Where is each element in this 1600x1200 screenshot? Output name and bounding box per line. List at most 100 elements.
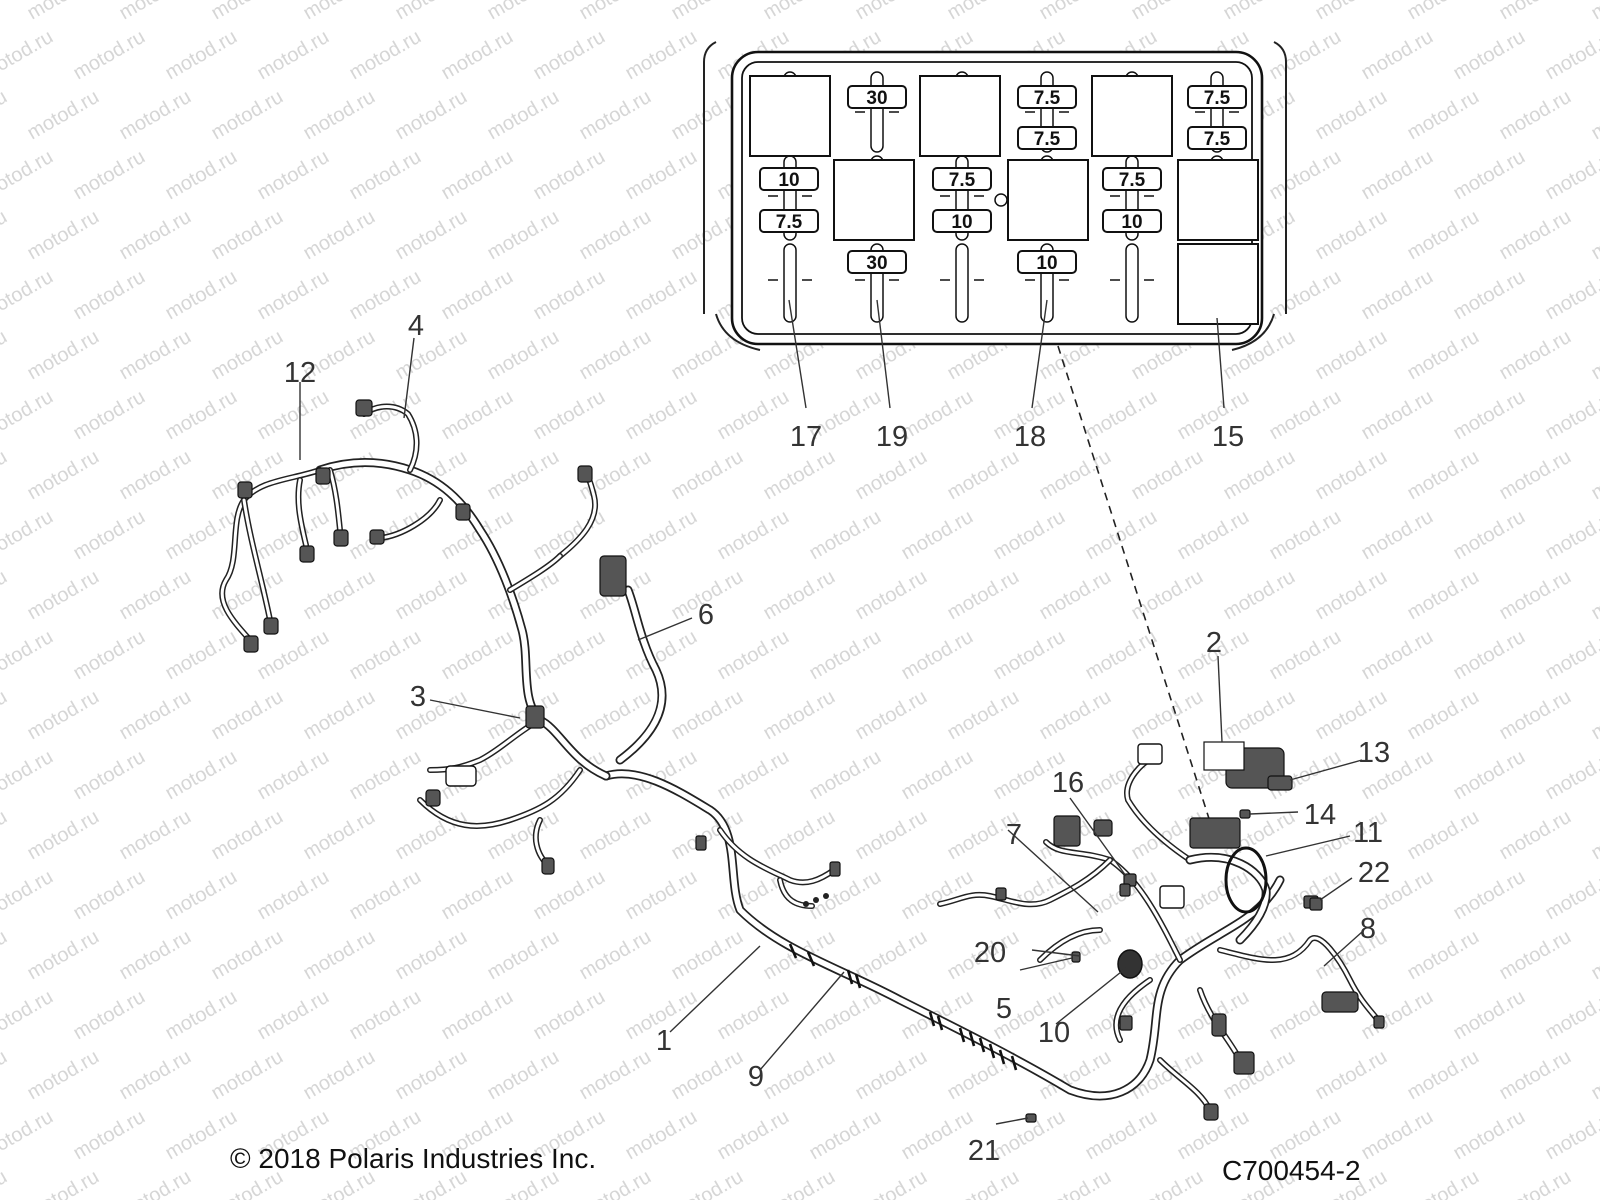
watermark-text: motod.ru: [0, 1046, 11, 1105]
watermark-text: motod.ru: [1128, 686, 1207, 745]
watermark-text: motod.ru: [70, 746, 149, 805]
watermark-text: motod.ru: [1404, 806, 1483, 865]
watermark-text: motod.ru: [1082, 506, 1161, 565]
watermark-text: motod.ru: [1542, 626, 1600, 685]
watermark-text: motod.ru: [24, 1166, 103, 1200]
watermark-text: motod.ru: [254, 866, 333, 925]
fuse: 30: [847, 250, 907, 274]
fuse-rating: 30: [866, 88, 887, 109]
watermark-text: motod.ru: [1588, 446, 1600, 505]
callout-18: 18: [1014, 421, 1046, 453]
watermark-text: motod.ru: [70, 386, 149, 445]
watermark-text: motod.ru: [24, 86, 103, 145]
watermark-text: motod.ru: [1588, 566, 1600, 625]
watermark-text: motod.ru: [0, 506, 57, 565]
watermark-text: motod.ru: [116, 1166, 195, 1200]
watermark-text: motod.ru: [530, 866, 609, 925]
watermark-text: motod.ru: [1220, 566, 1299, 625]
callout-3: 3: [410, 681, 426, 713]
grommet: [1117, 949, 1143, 979]
watermark-text: motod.ru: [576, 0, 655, 24]
watermark-text: motod.ru: [1174, 866, 1253, 925]
watermark-text: motod.ru: [484, 686, 563, 745]
watermark-text: motod.ru: [1358, 26, 1437, 85]
projection-line: [1057, 345, 1213, 829]
watermark-text: motod.ru: [668, 326, 747, 385]
connector: [237, 481, 253, 499]
fuses: 30 7.5 7.5 7.5 7.5 10 7.5 7.5 7.5 10 10 …: [759, 85, 1247, 274]
watermark-text: motod.ru: [622, 26, 701, 85]
connector: [333, 529, 349, 547]
watermark-text: motod.ru: [760, 1166, 839, 1200]
watermark-text: motod.ru: [806, 626, 885, 685]
watermark-text: motod.ru: [116, 86, 195, 145]
connector: [695, 835, 707, 851]
connector: [829, 861, 841, 877]
watermark-text: motod.ru: [1404, 0, 1483, 24]
watermark-text: motod.ru: [1404, 926, 1483, 985]
connector: [525, 705, 545, 729]
watermark-text: motod.ru: [852, 806, 931, 865]
watermark-text: motod.ru: [530, 146, 609, 205]
watermark-text: motod.ru: [1450, 866, 1529, 925]
watermark-text: motod.ru: [806, 986, 885, 1045]
watermark-text: motod.ru: [438, 866, 517, 925]
watermark-text: motod.ru: [1358, 386, 1437, 445]
fuse: 10: [932, 209, 992, 233]
watermark-text: motod.ru: [1036, 566, 1115, 625]
fuse: 10: [1102, 209, 1162, 233]
connector: [355, 399, 373, 417]
watermark-text: motod.ru: [852, 1166, 931, 1200]
watermark-text: motod.ru: [1588, 1046, 1600, 1105]
watermark-text: motod.ru: [24, 1046, 103, 1105]
watermark-text: motod.ru: [1542, 1106, 1600, 1165]
watermark-text: motod.ru: [1036, 446, 1115, 505]
connector: [995, 887, 1007, 901]
callout-12: 12: [284, 357, 316, 389]
watermark-text: motod.ru: [898, 1106, 977, 1165]
watermark-text: motod.ru: [208, 206, 287, 265]
watermark-text: motod.ru: [1404, 1166, 1483, 1200]
callout-19: 19: [876, 421, 908, 453]
watermark-text: motod.ru: [852, 1046, 931, 1105]
watermark-text: motod.ru: [1404, 1046, 1483, 1105]
watermark-text: motod.ru: [576, 806, 655, 865]
watermark-text: motod.ru: [300, 206, 379, 265]
watermark-text: motod.ru: [1450, 506, 1529, 565]
grommet: [1224, 846, 1268, 914]
watermark-text: motod.ru: [24, 206, 103, 265]
drawing-number: C700454-2: [1222, 1155, 1361, 1186]
watermark-text: motod.ru: [208, 86, 287, 145]
watermark-text: motod.ru: [760, 806, 839, 865]
watermark-text: motod.ru: [1588, 1166, 1600, 1200]
fuse-rating: 7.5: [1034, 129, 1061, 150]
watermark-text: motod.ru: [24, 326, 103, 385]
watermark-text: motod.ru: [254, 146, 333, 205]
watermark-text: motod.ru: [346, 626, 425, 685]
watermark-text: motod.ru: [1312, 326, 1391, 385]
watermark-text: motod.ru: [0, 386, 57, 445]
watermark-text: motod.ru: [1266, 266, 1345, 325]
watermark-text: motod.ru: [1588, 926, 1600, 985]
watermark-text: motod.ru: [208, 1046, 287, 1105]
fuse-rating: 10: [1036, 253, 1057, 274]
watermark-text: motod.ru: [70, 1106, 149, 1165]
watermark-text: motod.ru: [392, 0, 471, 24]
watermark-text: motod.ru: [24, 0, 103, 24]
watermark-text: motod.ru: [1312, 86, 1391, 145]
watermark-text: motod.ru: [438, 146, 517, 205]
connector: [1119, 883, 1131, 897]
watermark-text: motod.ru: [208, 326, 287, 385]
watermark-text: motod.ru: [622, 386, 701, 445]
watermark-text: motod.ru: [24, 446, 103, 505]
callout-9: 9: [748, 1061, 764, 1093]
watermark-text: motod.ru: [70, 866, 149, 925]
watermark-text: motod.ru: [944, 1166, 1023, 1200]
watermark-text: motod.ru: [484, 566, 563, 625]
relays: [749, 75, 1259, 325]
watermark-text: motod.ru: [300, 86, 379, 145]
callout-15: 15: [1212, 421, 1244, 453]
connector: [541, 857, 555, 875]
watermark-text: motod.ru: [1496, 206, 1575, 265]
watermark-text: motod.ru: [898, 506, 977, 565]
